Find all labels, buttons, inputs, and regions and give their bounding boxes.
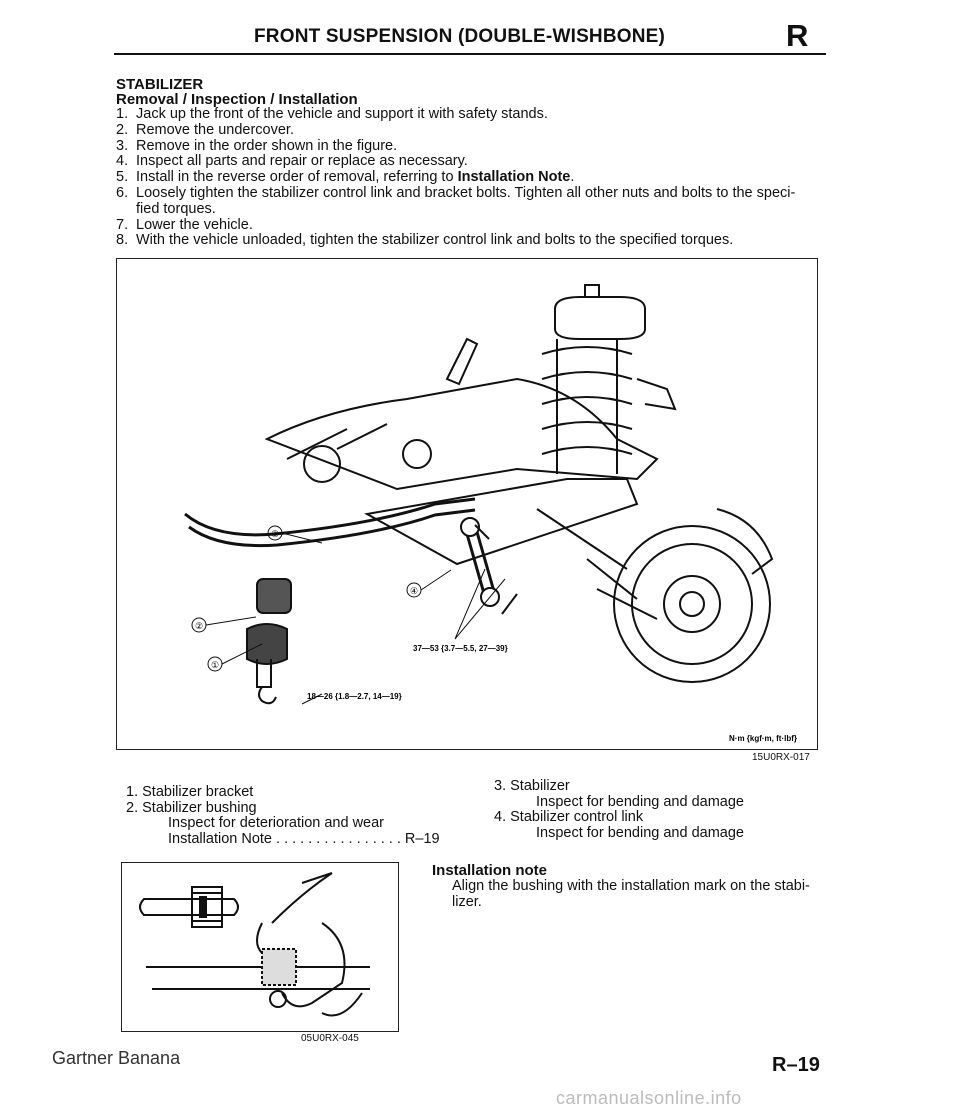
torque-link-label: 37—53 {3.7—5.5, 27—39} [413, 644, 508, 653]
parts-item-2-ref: Installation Note . . . . . . . . . . . … [168, 830, 440, 847]
step-text: With the vehicle unloaded, tighten the s… [136, 232, 734, 249]
installation-note-line-2: lizer. [452, 894, 482, 910]
step-number: 8. [116, 232, 129, 249]
step-number: 1. [116, 106, 129, 122]
step-text: Remove the undercover. [136, 121, 294, 138]
step-5: 5. Install in the reverse order of remova… [116, 169, 836, 186]
step-text: Lower the vehicle. [136, 216, 253, 233]
parts-list-left: 1. Stabilizer bracket 2. Stabilizer bush… [126, 784, 440, 847]
step-number: 5. [116, 169, 129, 186]
installation-note-line-1: Align the bushing with the installation … [452, 878, 810, 894]
section-title: STABILIZER [116, 76, 204, 93]
suspension-figure: ③ ④ ② ① 37—53 {3.7—5.5, 27—39} 18—26 {1.… [116, 258, 818, 750]
parts-list-right: 3. Stabilizer Inspect for bending and da… [494, 778, 744, 841]
watermark-left: Gartner Banana [52, 1048, 181, 1068]
step-text: Install in the reverse order of removal,… [136, 169, 458, 186]
section-letter: R [786, 18, 809, 53]
step-8: 8. With the vehicle unloaded, tighten the… [116, 232, 836, 249]
callout-4: ④ [410, 586, 418, 596]
suspension-illustration: ③ ④ ② ① 37—53 {3.7—5.5, 27—39} 18—26 {1.… [184, 284, 797, 743]
parts-item-3-inspect: Inspect for bending and damage [536, 793, 744, 810]
torque-bracket-label: 18—26 {1.8—2.7, 14—19} [307, 692, 402, 701]
parts-item-1: 1. Stabilizer bracket [126, 784, 254, 800]
callout-3: ③ [271, 529, 279, 539]
step-link-installation-note: Installation Note [457, 169, 571, 186]
step-3: 3. Remove in the order shown in the figur… [116, 137, 836, 155]
step-1: 1. Jack up the front of the vehicle and s… [116, 106, 836, 123]
section-subtitle: Removal / Inspection / Installation [116, 91, 358, 108]
watermark-bottom: carmanualsonline.info [556, 1088, 742, 1108]
step-number: 4. [116, 153, 129, 170]
callout-2: ② [195, 621, 203, 631]
step-text: Loosely tighten the stabilizer control l… [136, 184, 796, 201]
torque-units-label: N·m {kgf·m, ft·lbf} [729, 734, 797, 743]
parts-item-4-inspect: Inspect for bending and damage [536, 824, 744, 841]
figure2-code: 05U0RX-045 [301, 1033, 359, 1044]
step-6: 6. Loosely tighten the stabilizer control… [116, 184, 836, 218]
parts-item-3: 3. Stabilizer [494, 778, 570, 794]
bushing-figure [121, 862, 399, 1032]
step-text-end: . [570, 169, 575, 186]
step-4: 4. Inspect all parts and repair or replac… [116, 153, 836, 170]
installation-note-title: Installation note [432, 862, 548, 879]
procedure-steps: 1. Jack up the front of the vehicle and s… [116, 106, 836, 249]
header-rule [114, 53, 826, 55]
step-text: Jack up the front of the vehicle and sup… [136, 106, 548, 122]
step-7: 7. Lower the vehicle. [116, 216, 836, 234]
step-number: 3. [116, 137, 129, 154]
page-number: R–19 [772, 1054, 820, 1076]
figure-code: 15U0RX-017 [752, 752, 810, 763]
step-text: Inspect all parts and repair or replace … [136, 153, 468, 170]
step-text: Remove in the order shown in the figure. [136, 137, 398, 154]
step-text-continued: fied torques. [136, 200, 216, 217]
step-2: 2. Remove the undercover. [116, 121, 836, 139]
parts-item-2-inspect: Inspect for deterioration and wear [168, 815, 385, 832]
bushing-illustration [139, 872, 370, 1017]
step-number: 7. [116, 216, 129, 233]
page-header-title: FRONT SUSPENSION (DOUBLE-WISHBONE) [254, 26, 666, 47]
parts-item-2: 2. Stabilizer bushing [126, 799, 257, 816]
parts-item-4: 4. Stabilizer control link [494, 809, 644, 826]
step-number: 6. [116, 184, 129, 201]
installation-note-text: Align the bushing with the installation … [452, 878, 832, 910]
step-number: 2. [116, 121, 129, 138]
callout-1: ① [211, 660, 219, 670]
